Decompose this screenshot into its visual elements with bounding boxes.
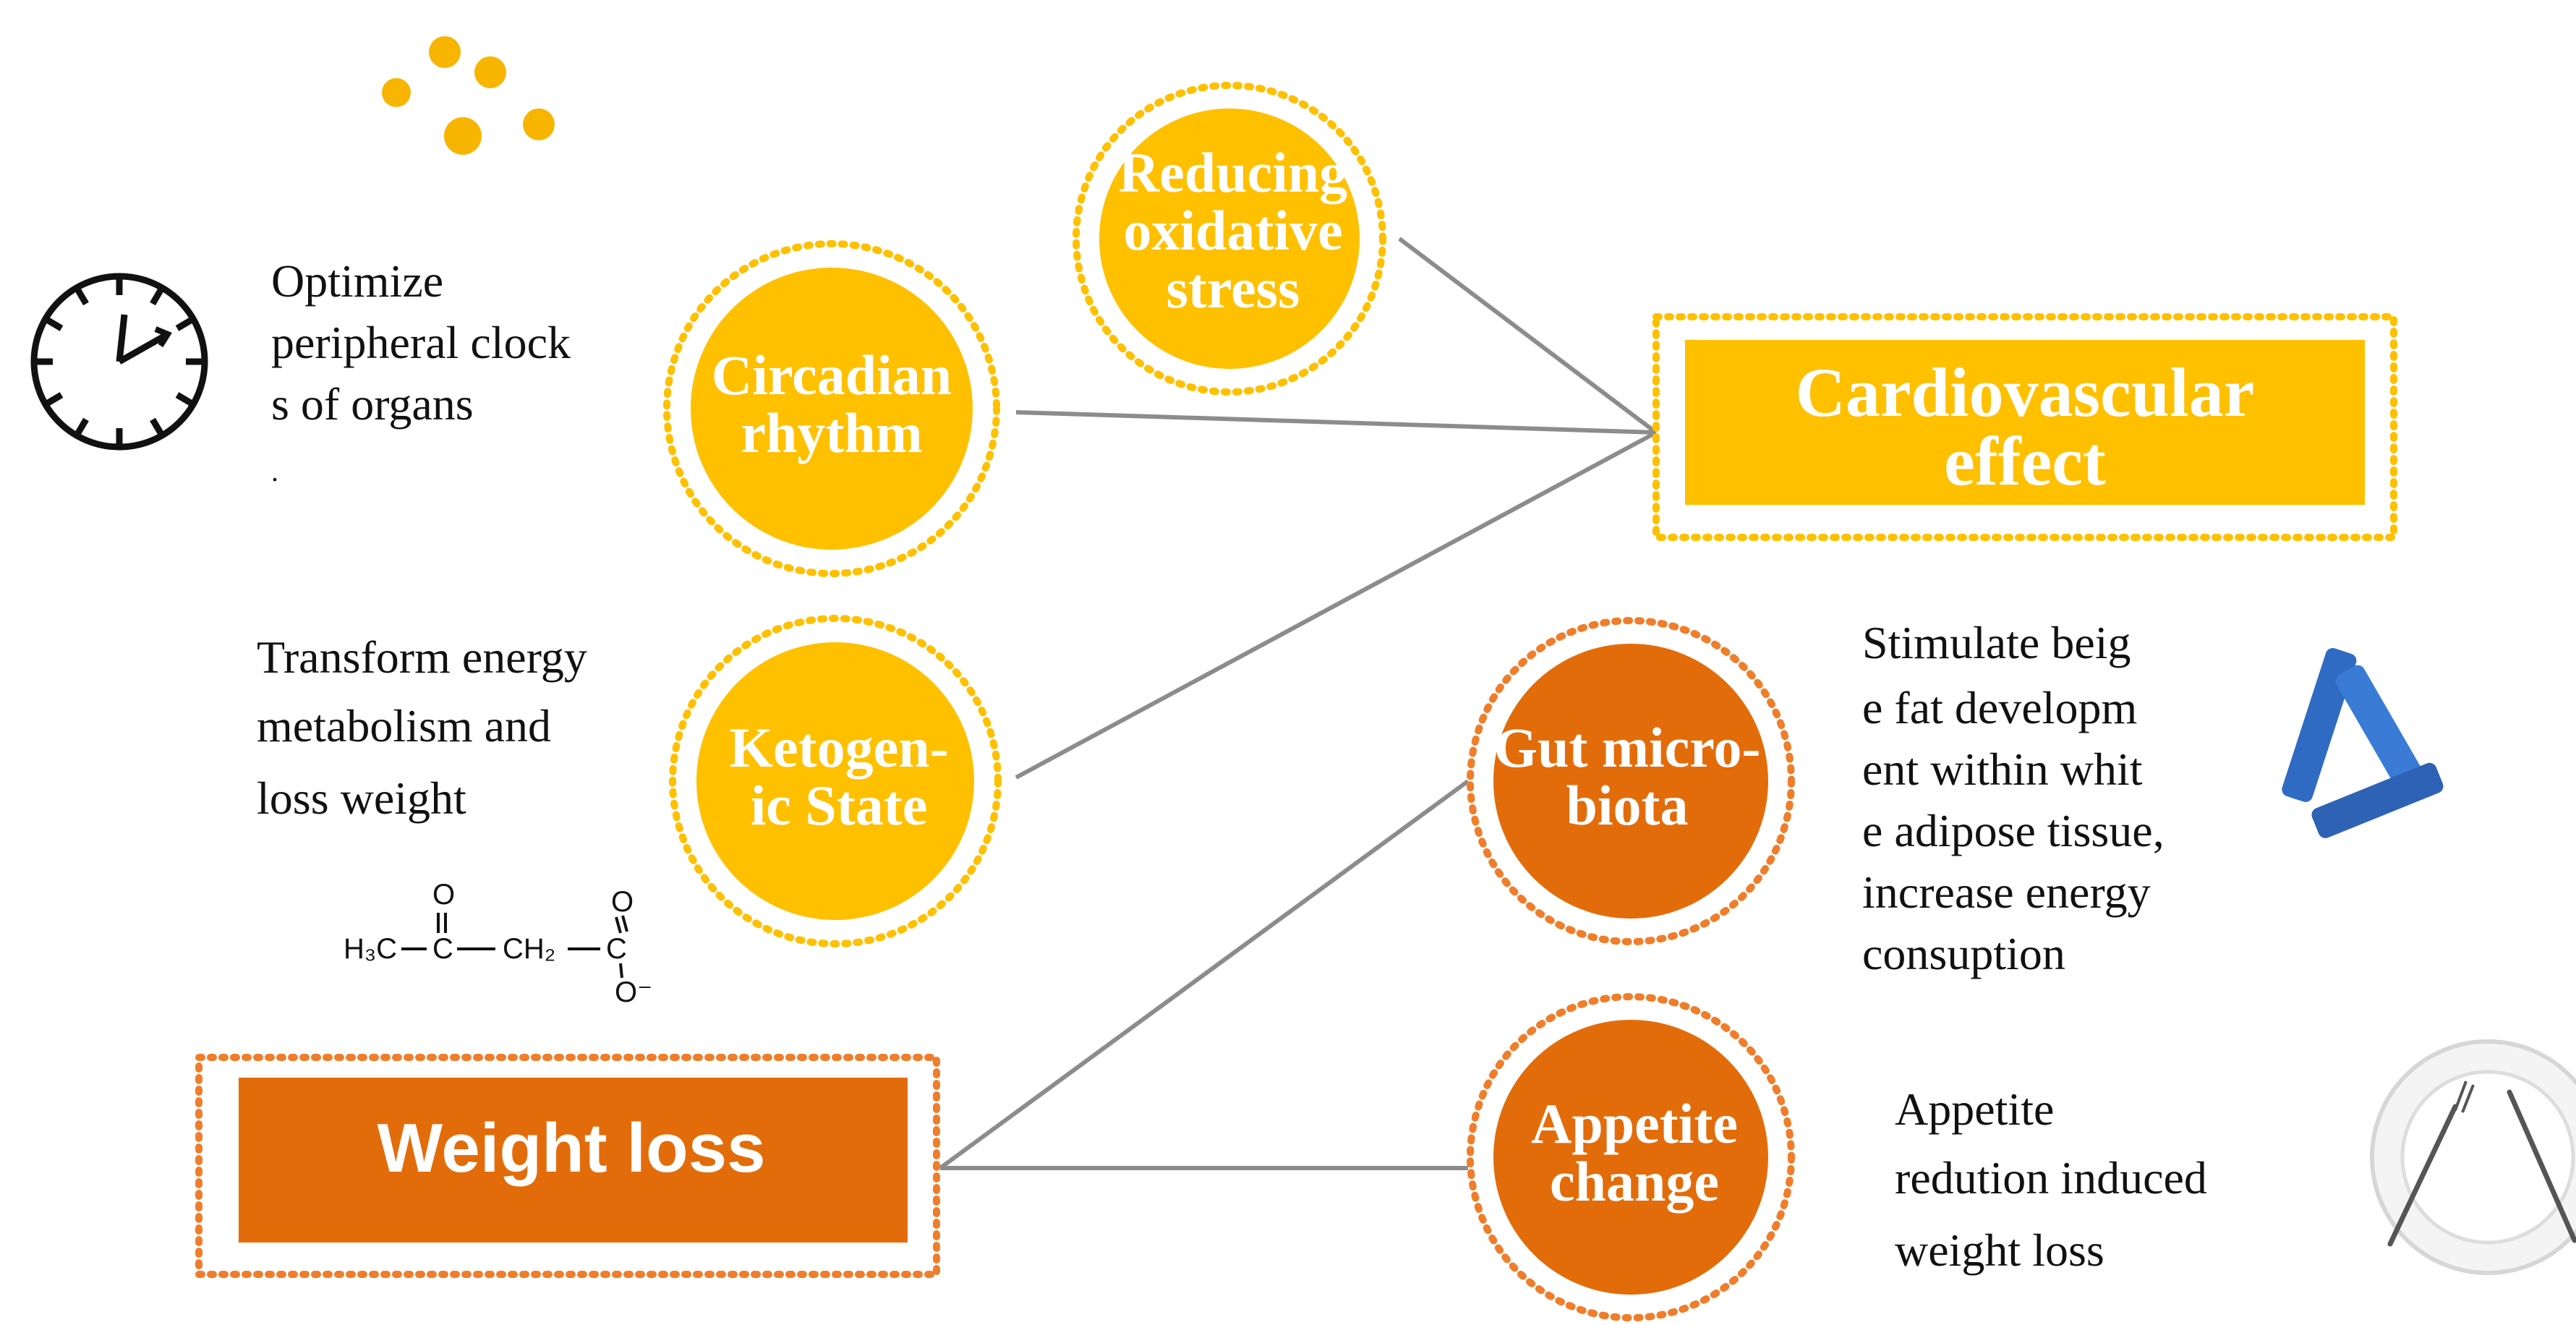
caption-line: redution induced (1895, 1152, 2207, 1203)
clock-icon (30, 273, 208, 451)
node-label: change (1550, 1150, 1719, 1213)
node-label: stress (1167, 257, 1300, 320)
node-label: Ketogen- (729, 716, 948, 779)
node-ketogenic-state: Ketogen- ic State (669, 615, 1002, 947)
energy-caption: Transform energy metabolism and loss wei… (257, 631, 587, 824)
molecule-o-right: O (611, 886, 634, 918)
node-label: Appetite (1531, 1092, 1738, 1155)
caption-line: peripheral clock (271, 317, 571, 368)
beige-fat-caption: Stimulate beig e fat developm ent within… (1862, 617, 2165, 979)
caption-line: increase energy (1862, 866, 2151, 918)
molecule-c1: C (432, 933, 453, 965)
caption-line: e fat developm (1862, 682, 2137, 733)
caption-line: Optimize (271, 255, 443, 307)
caption-line: weight loss (1895, 1224, 2104, 1276)
caption-line: metabolism and (257, 700, 551, 751)
node-label: Circadian (712, 344, 952, 406)
molecule-h3c: H₃C (344, 933, 397, 965)
appetite-caption: Appetite redution induced weight loss (1895, 1083, 2207, 1276)
box-label: Weight loss (378, 1109, 766, 1187)
caption-line: e adipose tissue, (1862, 805, 2165, 856)
node-label: biota (1566, 774, 1688, 837)
connector-circadian-cardio (1015, 410, 1657, 435)
plate-cutlery-icon (2370, 1039, 2576, 1275)
molecule-ch2: CH₂ (503, 933, 555, 965)
box-label: Cardiovascular (1796, 354, 2255, 431)
connector-oxidative-cardio (1398, 237, 1658, 435)
weight-loss-box: Weight loss (195, 1054, 940, 1278)
clock-caption: Optimize peripheral clock s of organs . (271, 255, 571, 487)
caption-line: loss weight (257, 772, 466, 824)
caption-line: s of organs (271, 378, 474, 430)
caption-line: Appetite (1895, 1083, 2054, 1135)
caption-line: Transform energy (257, 631, 587, 683)
node-label: oxidative (1123, 199, 1342, 262)
node-oxidative-stress: Reducing oxidative stress (1072, 82, 1386, 396)
caption-line: consuption (1862, 928, 2065, 979)
node-label: Reducing (1119, 141, 1347, 204)
node-circadian-rhythm: Circadian rhythm (663, 240, 1000, 577)
box-label: effect (1944, 422, 2106, 500)
connectors (939, 237, 1658, 1170)
caption-line: . (271, 455, 278, 487)
node-label: ic State (751, 774, 928, 837)
node-gut-microbiota: Gut micro- biota (1467, 617, 1795, 945)
node-label: rhythm (741, 401, 922, 464)
caption-line: ent within whit (1862, 744, 2143, 795)
caption-line: Stimulate beig (1862, 617, 2131, 668)
molecule-c2: C (606, 933, 627, 965)
node-label: Gut micro- (1494, 716, 1761, 779)
connector-ketogenic-cardio (1015, 430, 1658, 780)
node-appetite-change: Appetite change (1467, 993, 1795, 1321)
acetoacetate-molecule: H₃C C CH₂ C O O O⁻ (344, 879, 652, 1008)
molecule-o-top: O (432, 879, 455, 911)
cardiovascular-effect-box: Cardiovascular effect (1652, 313, 2397, 541)
bacteria-icon (2282, 648, 2444, 838)
molecule-o-minus: O⁻ (615, 976, 652, 1008)
connector-weight-gut (939, 779, 1470, 1170)
fat-cells-icon (382, 36, 555, 155)
